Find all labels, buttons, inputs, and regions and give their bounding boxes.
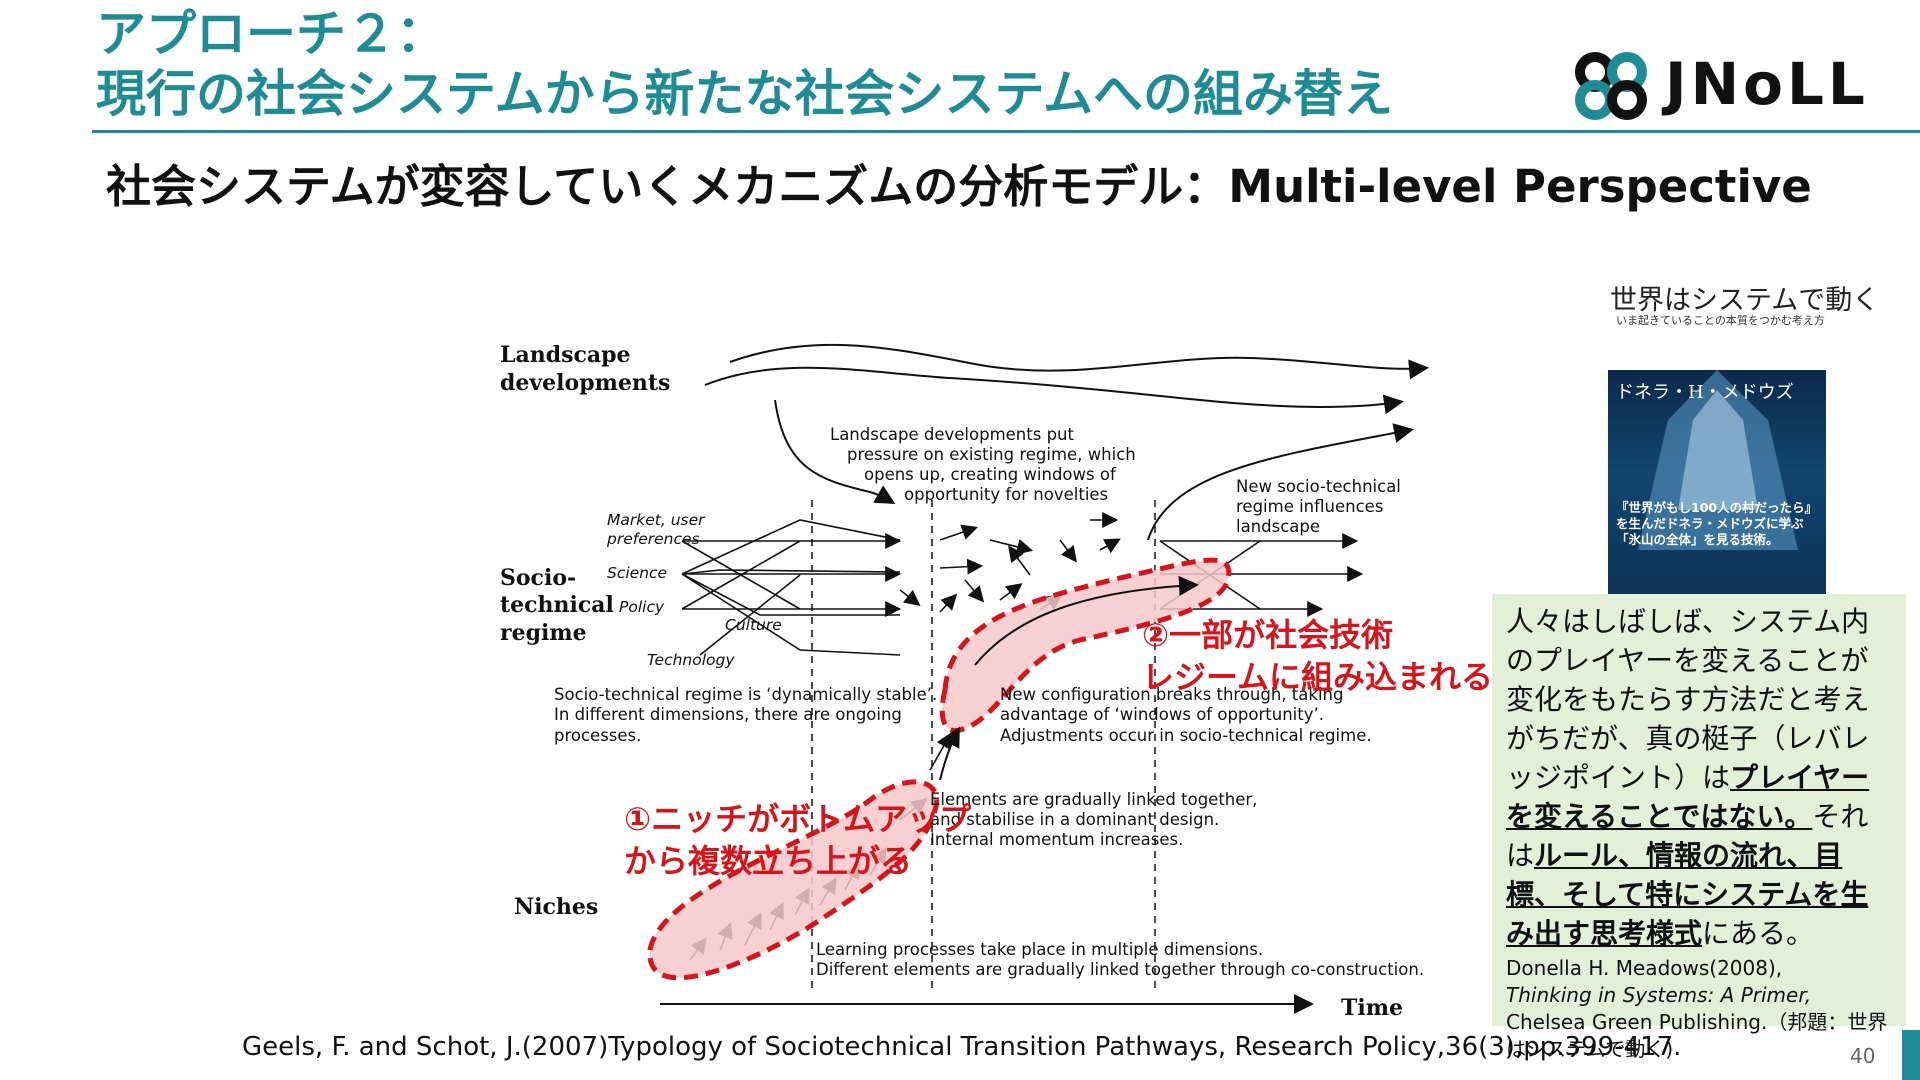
- niche-annotation-line2: から複数立ち上がる: [624, 842, 912, 880]
- book-cover-image: 世界はシステムで動く いま起きていることの本質をつかむ考え方 ドネラ・H・メドウ…: [1598, 270, 1834, 596]
- note-ref-line2: Thinking in Systems: A Primer,: [1506, 982, 1894, 1009]
- landscape-arrow-1: [730, 345, 1425, 371]
- regime-label-line3: regime: [500, 620, 587, 646]
- book-cover-art: ドネラ・H・メドウズ 『世界がもし100人の村だったら』 を生んだドネラ・メドウ…: [1608, 370, 1826, 596]
- landscape-label-line1: Landscape: [500, 342, 631, 368]
- note-text-3: にある。: [1702, 917, 1814, 950]
- landscape-note-line4: opportunity for novelties: [904, 485, 1108, 504]
- linked-note-line2: and stabilise in a dominant design.: [930, 810, 1219, 829]
- breakthrough-note-line3: Adjustments occur in socio-technical reg…: [1000, 726, 1372, 745]
- book-blurb-line3: 「氷山の全体」を見る技術。: [1616, 532, 1817, 548]
- book-blurb: 『世界がもし100人の村だったら』 を生んだドネラ・メドウズに学ぶ 「氷山の全体…: [1616, 500, 1817, 548]
- landscape-note-line3: opens up, creating windows of: [864, 465, 1117, 484]
- stable-note-line3: processes.: [554, 726, 641, 745]
- dimension-policy: Policy: [619, 598, 665, 616]
- learning-note-line1: Learning processes take place in multipl…: [816, 940, 1263, 959]
- dimension-science: Science: [607, 564, 667, 582]
- learning-note-line2: Different elements are gradually linked …: [816, 960, 1424, 979]
- linked-note-line1: Elements are gradually linked together,: [930, 790, 1257, 809]
- niche-annotation-line1: ①ニッチがボトムアップ: [624, 800, 972, 838]
- page-number: 40: [1850, 1044, 1875, 1068]
- book-author: ドネラ・H・メドウズ: [1616, 378, 1794, 404]
- page-accent-bar: [1902, 1030, 1920, 1080]
- landscape-label-line2: developments: [500, 370, 670, 396]
- stable-note-line2: In different dimensions, there are ongoi…: [554, 705, 902, 724]
- dimension-technology: Technology: [647, 651, 735, 669]
- new-regime-note-line1: New socio-technical: [1236, 477, 1401, 496]
- landscape-arrow-2: [705, 368, 1400, 407]
- source-citation: Geels, F. and Schot, J.(2007)Typology of…: [242, 1032, 1681, 1062]
- dimension-culture: Culture: [725, 616, 782, 634]
- note-body: 人々はしばしば、システム内のプレイヤーを変えることが変化をもたらす方法だと考えが…: [1506, 602, 1894, 953]
- landscape-note-line2: pressure on existing regime, which: [847, 445, 1136, 464]
- regime-label-line2: technical: [500, 592, 614, 618]
- regime-annotation-line1: ②一部が社会技術: [1142, 616, 1393, 654]
- book-blurb-line2: を生んだドネラ・メドウズに学ぶ: [1616, 516, 1817, 532]
- dimension-market-line2: preferences: [606, 530, 700, 548]
- regime-annotation-line2: レジームに組み込まれる: [1142, 658, 1493, 696]
- new-regime-note-line3: landscape: [1236, 517, 1320, 536]
- breakthrough-note-line2: advantage of ‘windows of opportunity’.: [1000, 705, 1324, 724]
- leverage-note-box: 人々はしばしば、システム内のプレイヤーを変えることが変化をもたらす方法だと考えが…: [1492, 594, 1906, 1026]
- niches-label: Niches: [514, 894, 598, 920]
- book-subtitle: いま起きていることの本質をつかむ考え方: [1616, 312, 1825, 328]
- stable-note-line1: Socio-technical regime is ‘dynamically s…: [554, 685, 937, 704]
- dimension-market-line1: Market, user: [607, 511, 706, 529]
- note-ref-line1: Donella H. Meadows(2008),: [1506, 955, 1894, 982]
- landscape-note-line1: Landscape developments put: [830, 425, 1075, 444]
- book-blurb-line1: 『世界がもし100人の村だったら』: [1616, 500, 1817, 516]
- time-label: Time: [1341, 995, 1403, 1021]
- regime-label-line1: Socio-: [500, 565, 576, 591]
- new-regime-note-line2: regime influences: [1236, 497, 1383, 516]
